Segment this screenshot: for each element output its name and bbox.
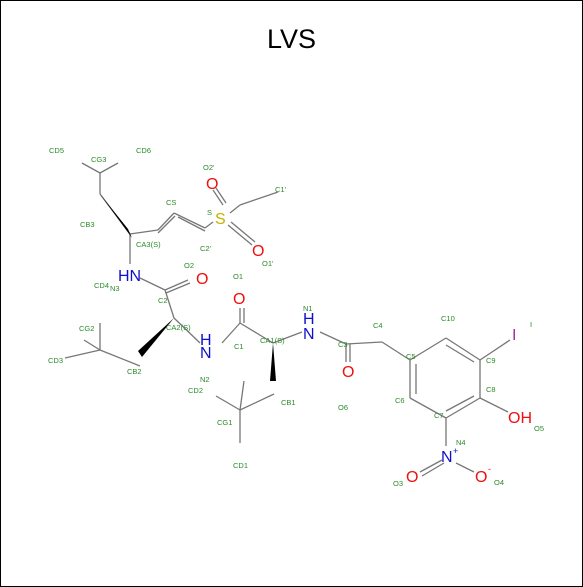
atom-nitro-o-1: O — [406, 469, 418, 486]
label-cd3: CD3 — [48, 356, 63, 365]
label-c1: C1 — [234, 342, 244, 351]
atom-n-1: N — [303, 326, 315, 343]
label-ca3: CA3(S) — [136, 240, 161, 249]
atom-nitro-n: N — [441, 449, 453, 466]
wedge-bond — [100, 194, 132, 238]
atom-iodine: I — [512, 327, 516, 344]
label-c10: C10 — [441, 314, 455, 323]
label-c2p: C2' — [200, 244, 212, 253]
atom-o-sulfonyl-2: O — [206, 176, 218, 193]
label-cb3: CB3 — [80, 220, 95, 229]
wedge-bond — [270, 343, 276, 381]
nitro-minus-charge: - — [488, 464, 491, 474]
label-o5: O5 — [534, 424, 544, 433]
wedge-bond — [138, 318, 174, 357]
label-cd1: CD1 — [233, 461, 248, 470]
label-cg2: CG2 — [79, 324, 94, 333]
label-o2p: O2' — [203, 163, 215, 172]
atom-hydroxyl: OH — [508, 410, 532, 427]
label-c2: C2 — [158, 296, 168, 305]
label-o2: O2 — [184, 261, 194, 270]
atom-nitro-o-2: O — [475, 469, 487, 486]
label-c5: C5 — [406, 352, 416, 361]
atom-o-amide-2: O — [196, 271, 208, 288]
molecule-title: LVS — [266, 24, 317, 54]
label-cs: CS — [166, 198, 176, 207]
label-n3: N3 — [110, 284, 120, 293]
label-c3: C3 — [338, 340, 348, 349]
label-cd5: CD5 — [49, 146, 64, 155]
label-cb2: CB2 — [127, 367, 142, 376]
label-i: I — [530, 320, 532, 329]
atom-o-amide-1: O — [233, 291, 245, 308]
atom-nh-3: HN — [118, 268, 141, 285]
atom-n-2: N — [200, 345, 212, 362]
label-ca2: CA2(S) — [166, 323, 191, 332]
label-s: S — [207, 208, 212, 217]
atom-sulfur: S — [215, 211, 226, 228]
label-cg1: CG1 — [217, 418, 232, 427]
label-o6: O6 — [338, 403, 348, 412]
label-cg3: CG3 — [91, 155, 106, 164]
label-cd4: CD4 — [94, 281, 109, 290]
label-n4: N4 — [456, 438, 466, 447]
label-cb1: CB1 — [281, 398, 296, 407]
label-n1: N1 — [303, 304, 313, 313]
atom-h-2: H — [200, 332, 212, 349]
label-o1: O1 — [233, 272, 243, 281]
label-c6: C6 — [395, 396, 405, 405]
label-n2: N2 — [200, 375, 210, 384]
label-c7: C7 — [434, 411, 444, 420]
label-ca1: CA1(S) — [260, 336, 285, 345]
atom-h-1: H — [303, 311, 315, 328]
label-o1p: O1' — [262, 259, 274, 268]
nitro-plus-charge: + — [453, 446, 458, 456]
label-c9: C9 — [486, 356, 496, 365]
label-c1p: C1' — [275, 185, 287, 194]
atom-o-sulfonyl-1: O — [252, 243, 264, 260]
atom-o-amide-3: O — [342, 364, 354, 381]
label-cd6: CD6 — [136, 146, 151, 155]
label-o3: O3 — [393, 479, 403, 488]
label-o4: O4 — [494, 478, 504, 487]
label-c4: C4 — [373, 321, 383, 330]
label-cd2: CD2 — [188, 386, 203, 395]
label-c8: C8 — [486, 385, 496, 394]
atom-labels: CD5 CG3 CD6 CB3 CS S O2' C1' CA3(S) C2' … — [48, 146, 544, 488]
